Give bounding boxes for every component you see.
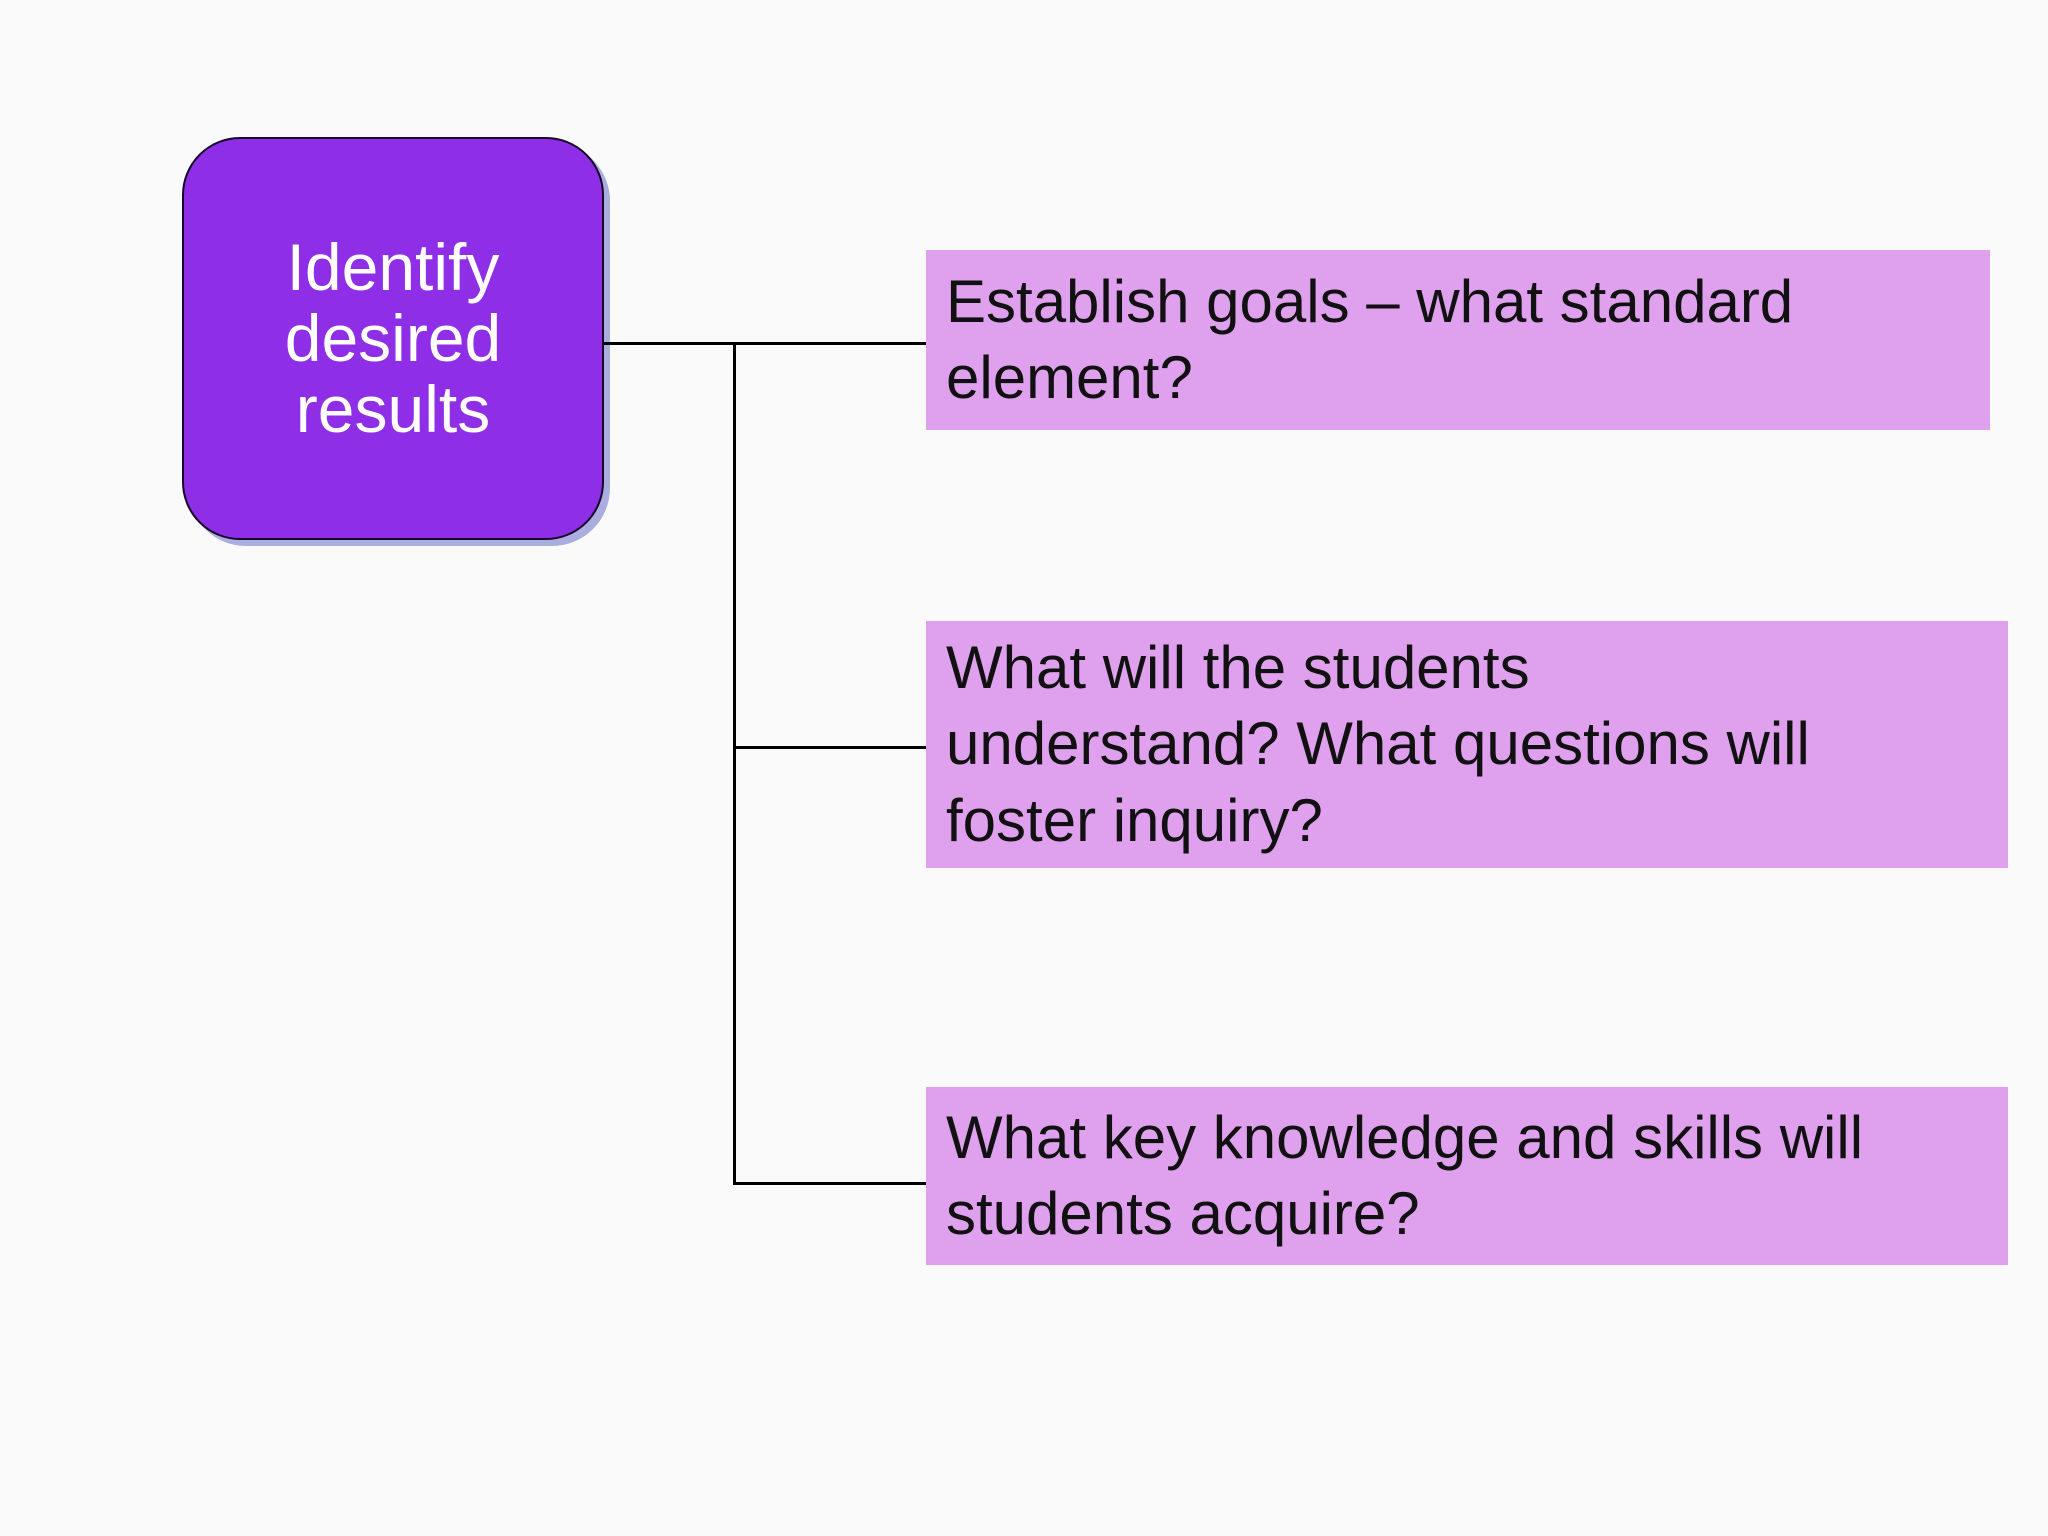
branch-node-establish-goals: Establish goals – what standard element?	[926, 250, 1990, 430]
connector-trunk-vertical	[733, 342, 736, 1185]
branch-node-label: Establish goals – what standard element?	[946, 267, 1794, 411]
branch-node-understanding-questions: What will the students understand? What …	[926, 621, 2008, 868]
branch-node-label: What key knowledge and skills will stude…	[946, 1103, 1864, 1247]
connector-trunk-to-branch-3	[733, 1182, 926, 1185]
connector-trunk-to-branch-2	[733, 746, 926, 749]
connector-root-to-branch-1	[604, 342, 926, 345]
root-node-label: Identify desired results	[284, 229, 502, 447]
branch-node-knowledge-skills: What key knowledge and skills will stude…	[926, 1087, 2008, 1265]
root-node: Identify desired results	[182, 137, 604, 540]
branch-node-label: What will the students understand? What …	[946, 634, 1810, 854]
